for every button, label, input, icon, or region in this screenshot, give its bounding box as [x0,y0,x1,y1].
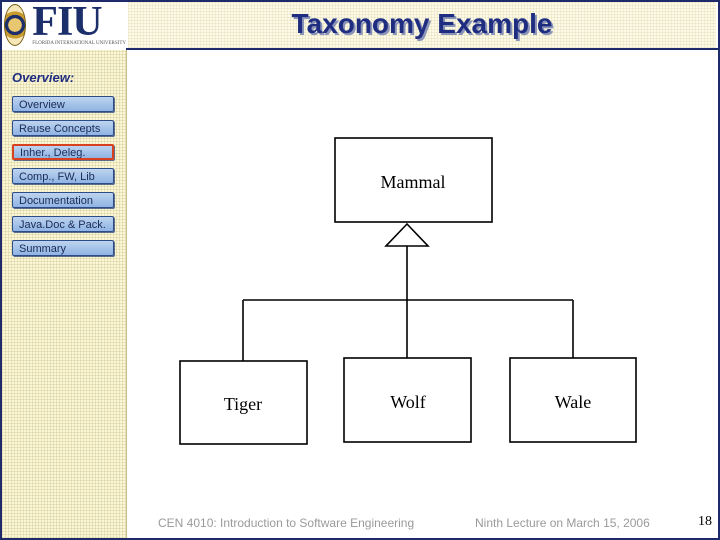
wolf-class-box [343,357,472,443]
page-number: 18 [698,514,712,529]
university-seal-icon [4,4,27,46]
wale-label: Wale [555,392,592,412]
inheritance-arrow-icon [384,222,430,247]
footer-course: CEN 4010: Introduction to Software Engin… [158,516,415,530]
sidebar-item-summary[interactable]: Summary [12,240,114,256]
wale-class-box [509,357,637,443]
header-divider [126,48,718,50]
sidebar-item-inher-deleg[interactable]: Inher., Deleg. [12,144,114,160]
logo-wordmark: FIU FLORIDA INTERNATIONAL UNIVERSITY [32,0,126,47]
tiger-class-box [179,360,308,445]
mammal-label: Mammal [381,172,446,192]
mammal-class-box [334,137,493,223]
fiu-logo: FIU FLORIDA INTERNATIONAL UNIVERSITY [4,0,126,47]
logo-subtext: FLORIDA INTERNATIONAL UNIVERSITY [32,41,126,46]
sidebar-item-documentation[interactable]: Documentation [12,192,114,208]
logo-letters: FIU [32,0,102,45]
slide-title: Taxonomy Example [291,8,553,39]
footer-lecture: Ninth Lecture on March 15, 2006 [475,516,650,530]
sidebar-item-comp-fw-lib[interactable]: Comp., FW, Lib [12,168,114,184]
header-strip [128,2,716,48]
sidebar-item-javadoc-pack[interactable]: Java.Doc & Pack. [12,216,114,232]
wolf-label: Wolf [390,392,426,412]
tiger-label: Tiger [224,394,262,414]
sidebar-item-reuse-concepts[interactable]: Reuse Concepts [12,120,114,136]
sidebar-item-overview[interactable]: Overview [12,96,114,112]
sidebar-heading: Overview: [12,70,75,85]
